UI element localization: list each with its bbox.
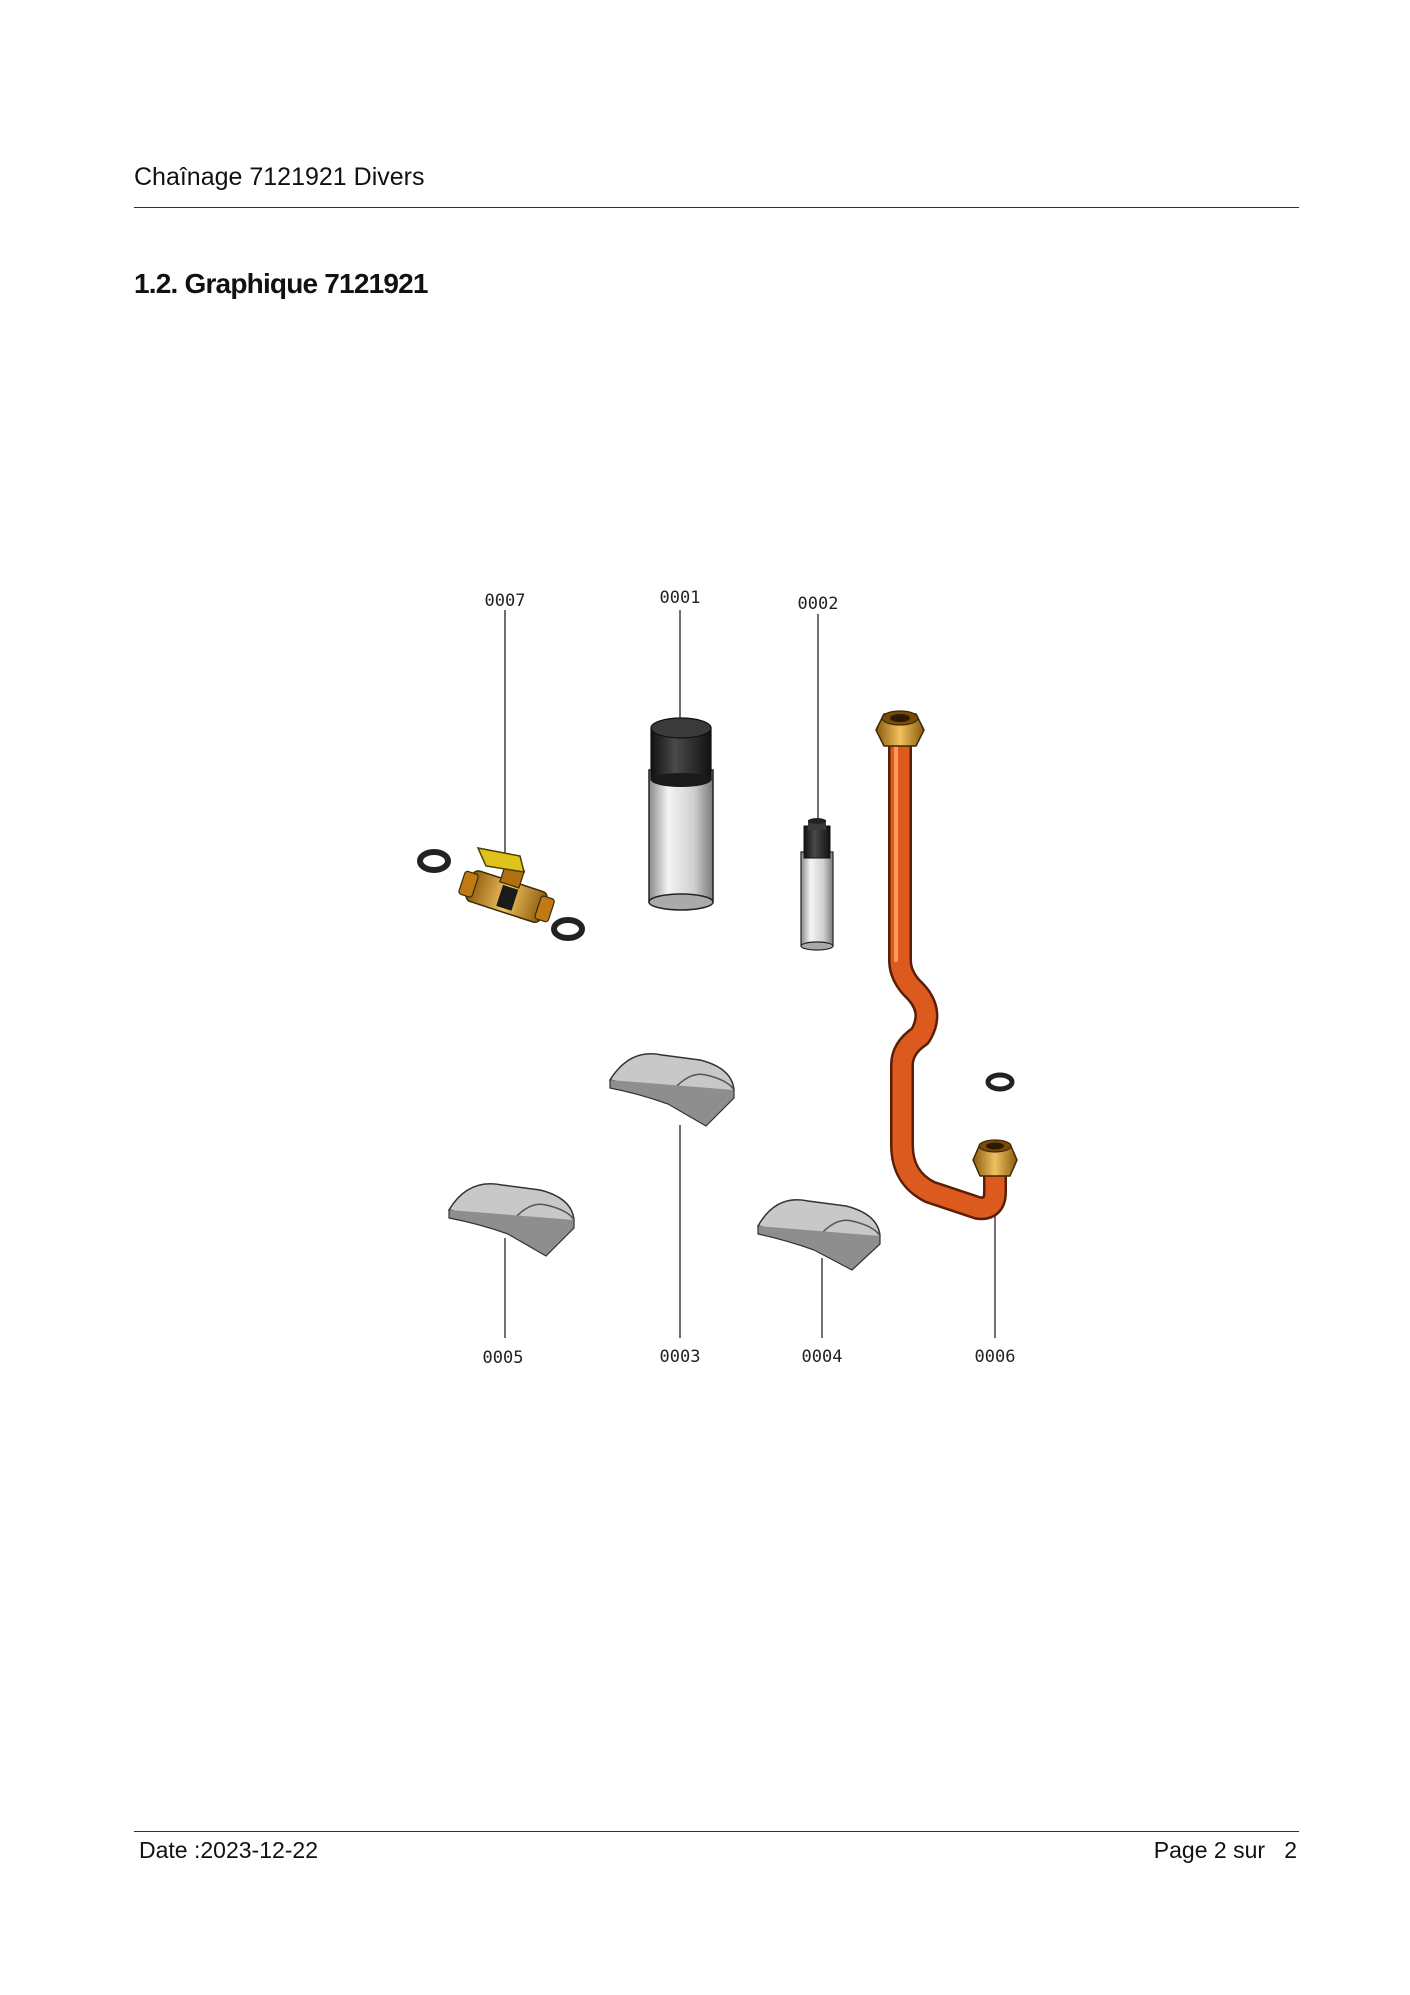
part-0007-ball-valve: [417, 846, 585, 941]
label-0006: 0006: [975, 1347, 1016, 1367]
label-0005: 0005: [483, 1348, 524, 1368]
gasket-left: [417, 849, 451, 873]
part-0005-pipe-clip: [447, 1183, 575, 1257]
label-0007: 0007: [485, 591, 526, 611]
section-heading: 1.2. Graphique 7121921: [134, 268, 428, 299]
footer-date: Date :2023-12-22: [139, 1837, 319, 1863]
pipe-nut-bottom: [972, 1139, 1018, 1177]
label-0001: 0001: [660, 588, 701, 608]
label-0004: 0004: [802, 1347, 843, 1367]
part-0003-pipe-clip: [608, 1053, 735, 1127]
valve-lever: [476, 846, 526, 873]
pipe-nut-top: [875, 710, 925, 747]
header-title: Chaînage 7121921 Divers: [134, 163, 425, 191]
footer-rule: [134, 1831, 1299, 1832]
part-0004-pipe-clip: [756, 1199, 881, 1271]
gasket-right: [551, 917, 585, 941]
label-0002: 0002: [798, 594, 839, 614]
leader-lines: [504, 610, 996, 1338]
part-0006-copper-pipe: [875, 710, 1018, 1221]
part-0002-cartridge: [800, 818, 834, 951]
part-0001-spray-can: [648, 717, 714, 911]
footer-page-number: Page 2 sur 2: [1153, 1837, 1297, 1863]
gasket-pipe: [985, 1072, 1015, 1092]
label-0003: 0003: [660, 1347, 701, 1367]
header-rule: [134, 207, 1299, 208]
